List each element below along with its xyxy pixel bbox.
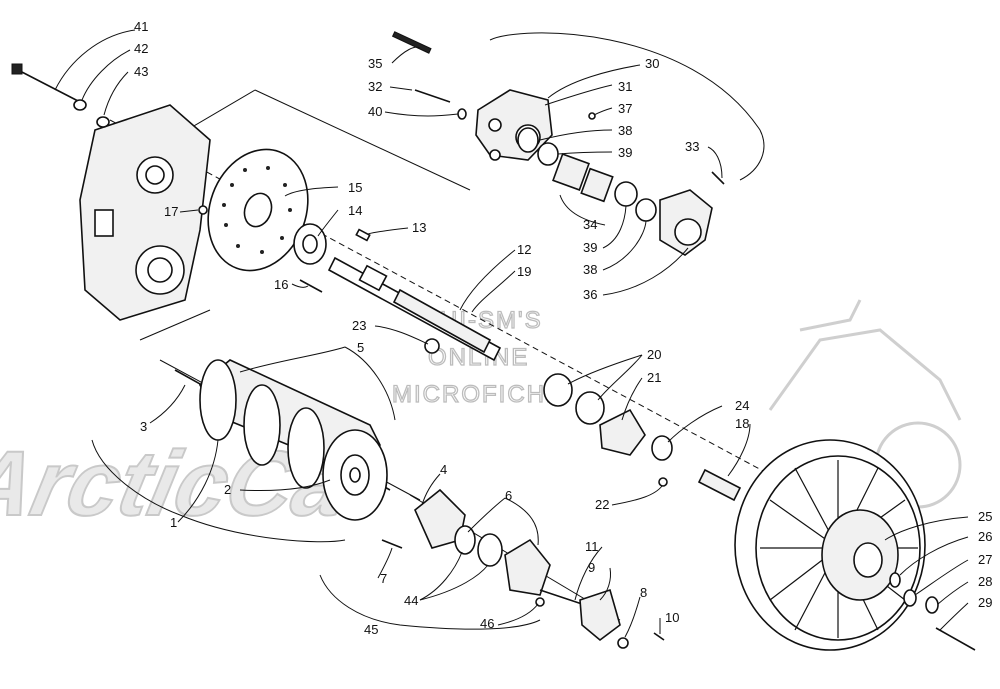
gearcase-housing (79, 104, 211, 321)
label-15: 15 (348, 180, 362, 195)
hub-14 (293, 223, 327, 265)
label-43: 43 (134, 64, 148, 79)
label-17: 17 (164, 204, 178, 219)
label-22: 22 (595, 497, 609, 512)
label-42: 42 (134, 41, 148, 56)
nut-17 (198, 205, 208, 215)
label-37: 37 (618, 101, 632, 116)
leader-lines (54, 29, 969, 638)
label-30: 30 (645, 56, 659, 71)
label-28: 28 (978, 574, 992, 589)
part-labels: 41 42 43 35 30 32 31 37 40 38 39 33 15 1… (134, 19, 992, 637)
label-40: 40 (368, 104, 382, 119)
sleeve-19 (392, 288, 492, 354)
bracket-9 (579, 588, 621, 642)
label-41: 41 (134, 19, 148, 34)
bolt-32 (414, 89, 451, 103)
brake-pads-34 (552, 153, 614, 203)
label-36: 36 (583, 287, 597, 302)
flange-21 (599, 408, 646, 456)
label-10: 10 (665, 610, 679, 625)
label-32: 32 (368, 79, 382, 94)
label-27: 27 (978, 552, 992, 567)
clip-24 (651, 435, 673, 461)
label-23: 23 (352, 318, 366, 333)
washer-43 (96, 116, 110, 128)
label-39b: 39 (583, 240, 597, 255)
sprocket-shaft-assembly (174, 359, 391, 521)
piston-39a (537, 142, 559, 166)
label-33: 33 (685, 139, 699, 154)
fitting-33 (711, 171, 725, 185)
label-38b: 38 (583, 262, 597, 277)
bearing-20a (543, 373, 573, 407)
label-16: 16 (274, 277, 288, 292)
washer-28 (925, 596, 939, 614)
label-24: 24 (735, 398, 749, 413)
label-12: 12 (517, 242, 531, 257)
label-19: 19 (517, 264, 531, 279)
label-20: 20 (647, 347, 661, 362)
label-21: 21 (647, 370, 661, 385)
piston-39b (614, 181, 638, 207)
label-8: 8 (640, 585, 647, 600)
label-2: 2 (224, 482, 231, 497)
label-1: 1 (170, 515, 177, 530)
seal-38a (517, 127, 539, 153)
screw-16 (299, 279, 323, 293)
label-46: 46 (480, 616, 494, 631)
pin-35 (391, 31, 432, 54)
watermark-line-3: MICROFICHE (392, 381, 564, 408)
label-39a: 39 (618, 145, 632, 160)
label-4: 4 (440, 462, 447, 477)
bleeder-37 (588, 112, 596, 120)
label-7: 7 (380, 571, 387, 586)
label-14: 14 (348, 203, 362, 218)
bolt-29 (935, 627, 976, 651)
label-18: 18 (735, 416, 749, 431)
bearing-44a (454, 525, 476, 555)
washer-42 (73, 99, 87, 111)
label-35: 35 (368, 56, 382, 71)
bushing-23 (424, 338, 440, 354)
washer-10 (653, 632, 665, 641)
washer-27 (903, 589, 917, 607)
bolt-22 (658, 477, 668, 487)
label-29: 29 (978, 595, 992, 610)
label-9: 9 (588, 560, 595, 575)
label-45: 45 (364, 622, 378, 637)
brake-disc (207, 148, 309, 272)
label-44: 44 (404, 593, 418, 608)
nut-8 (617, 637, 629, 649)
flange-6 (504, 538, 551, 596)
washer-26 (889, 572, 901, 588)
label-31: 31 (618, 79, 632, 94)
washer-40 (457, 108, 467, 120)
label-3: 3 (140, 419, 147, 434)
label-25: 25 (978, 509, 992, 524)
bolt-41 (11, 63, 81, 103)
seal-38b (635, 198, 657, 222)
label-13: 13 (412, 220, 426, 235)
spacer-18 (697, 468, 742, 502)
key-13 (355, 228, 371, 242)
label-6: 6 (505, 488, 512, 503)
label-11: 11 (585, 539, 599, 554)
bearing-44b (477, 533, 503, 567)
label-5: 5 (357, 340, 364, 355)
driven-clutch (734, 439, 926, 651)
label-38a: 38 (618, 123, 632, 138)
label-34: 34 (583, 217, 597, 232)
bolt-7 (381, 539, 403, 549)
bearing-20b (575, 391, 605, 425)
caliper-half-36 (659, 189, 713, 256)
label-26: 26 (978, 529, 992, 544)
